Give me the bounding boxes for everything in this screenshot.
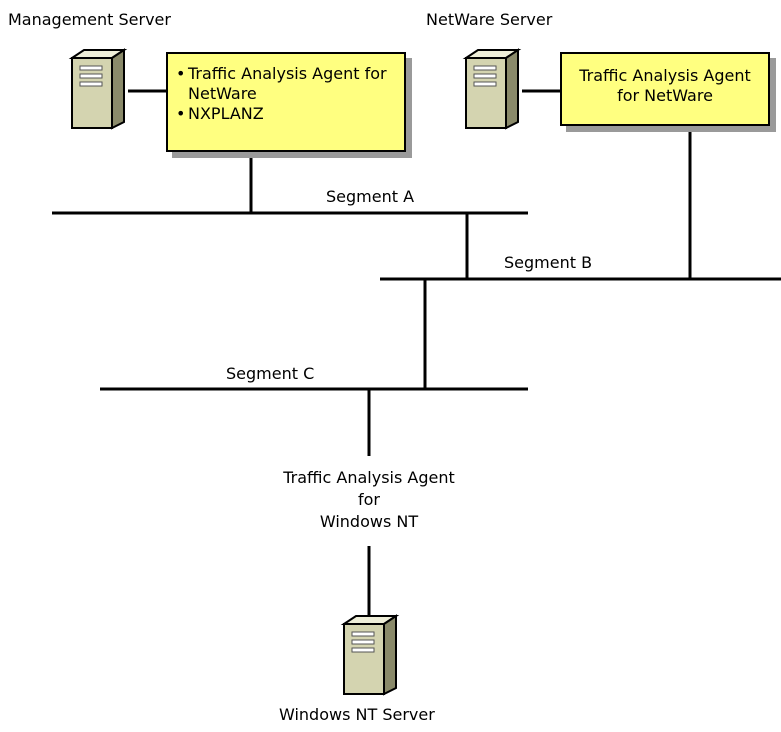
segment-b-label: Segment B (504, 253, 593, 272)
management-agent-box: Traffic Analysis Agent for NetWare NXPLA… (166, 52, 406, 152)
windows-nt-agent-line: Windows NT (319, 512, 419, 531)
windows-nt-agent-line: for (358, 490, 380, 509)
netware-server-icon (462, 48, 522, 130)
windows-nt-agent-label: Traffic Analysis Agent for Windows NT (249, 467, 489, 533)
segment-c-label: Segment C (226, 364, 315, 383)
management-agent-item: NXPLANZ (176, 104, 396, 124)
netware-agent-line: for NetWare (617, 86, 713, 105)
netware-agent-line: Traffic Analysis Agent (579, 66, 751, 85)
windows-nt-server-icon (340, 614, 400, 696)
windows-nt-agent-line: Traffic Analysis Agent (283, 468, 455, 487)
management-agent-item: Traffic Analysis Agent for NetWare (176, 64, 398, 104)
windows-nt-server-label: Windows NT Server (279, 705, 435, 724)
management-server-icon (68, 48, 128, 130)
segment-a-label: Segment A (326, 187, 415, 206)
management-server-label: Management Server (8, 10, 171, 29)
netware-agent-box: Traffic Analysis Agent for NetWare (560, 52, 770, 126)
netware-server-label: NetWare Server (426, 10, 553, 29)
management-agent-list: Traffic Analysis Agent for NetWare NXPLA… (176, 64, 396, 124)
